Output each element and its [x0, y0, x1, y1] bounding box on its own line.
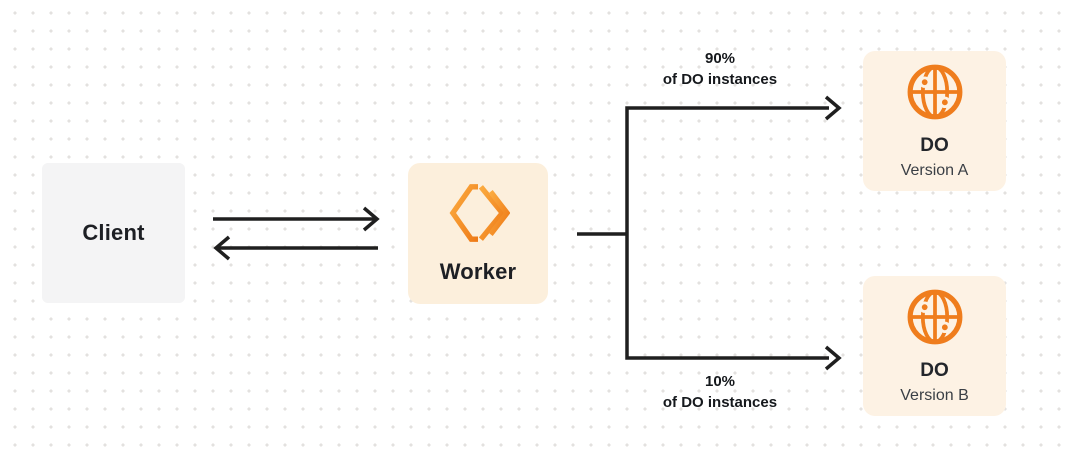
workers-logo-icon: [449, 184, 510, 242]
worker-node: Worker: [408, 163, 548, 304]
top-branch-caption: of DO instances: [662, 71, 778, 88]
globe-icon: [905, 62, 965, 122]
arrowhead-worker-to-client: [213, 235, 231, 261]
arrowhead-top: [824, 95, 842, 121]
do-a-title: DO: [920, 135, 949, 156]
arrowhead-bottom: [824, 345, 842, 371]
top-branch-label: 90% of DO instances: [615, 48, 825, 90]
client-label: Client: [82, 220, 145, 245]
do-b-title: DO: [920, 360, 949, 381]
top-branch-percent: 90%: [704, 50, 736, 67]
do-b-subtitle: Version B: [900, 387, 969, 404]
bottom-branch-label: 10% of DO instances: [615, 371, 825, 413]
branch-top: [625, 106, 829, 234]
globe-icon: [905, 287, 965, 347]
bottom-branch-percent: 10%: [704, 373, 736, 390]
do-version-a-node: DO Version A: [863, 51, 1006, 191]
arrowhead-client-to-worker: [362, 206, 380, 232]
do-a-subtitle: Version A: [900, 162, 969, 179]
branch-bottom: [625, 234, 829, 360]
do-version-b-node: DO Version B: [863, 276, 1006, 416]
bottom-branch-caption: of DO instances: [662, 394, 778, 411]
client-node: Client: [42, 163, 185, 303]
worker-label: Worker: [439, 259, 517, 284]
